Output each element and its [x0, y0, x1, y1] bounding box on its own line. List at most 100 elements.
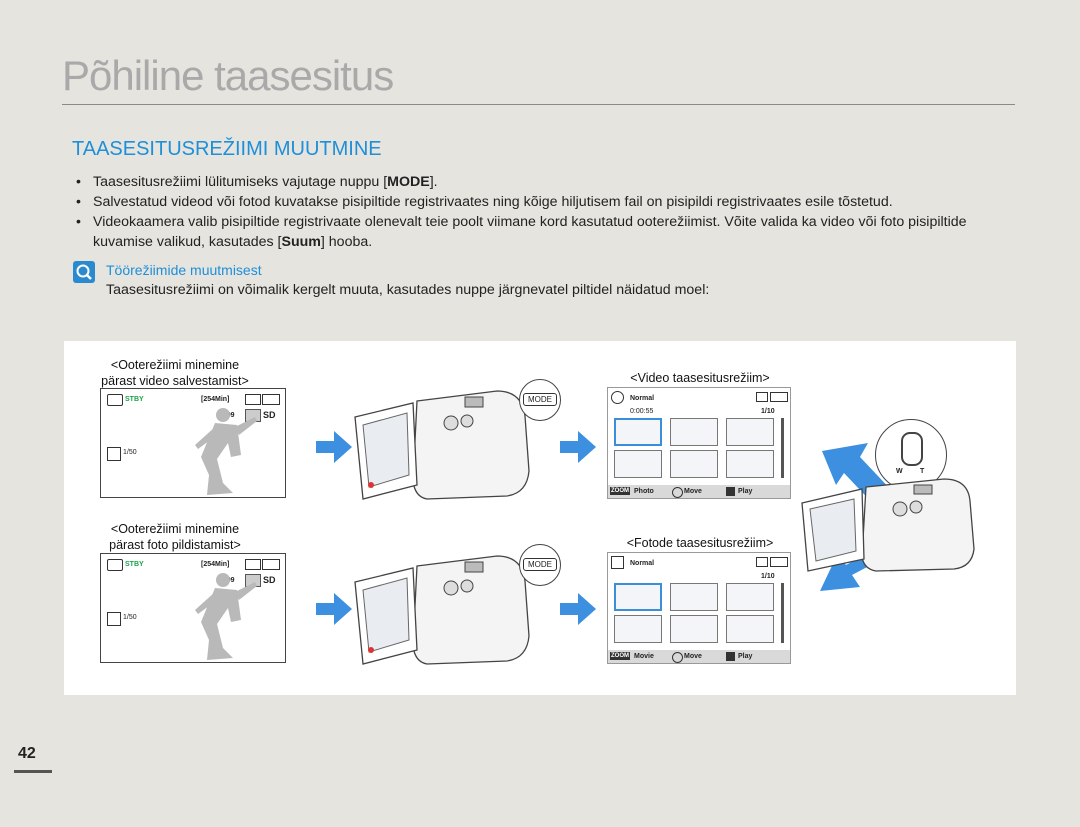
photo-mode-icon: [611, 556, 624, 569]
bullet-item: Salvestatud videod või fotod kuvatakse p…: [76, 192, 996, 212]
arrow-right-icon: [316, 431, 352, 463]
bullet-text-end: ] hooba.: [320, 234, 373, 250]
zoom-tag: ZOOM: [610, 487, 630, 495]
caption-line: pärast video salvestamist>: [101, 374, 249, 388]
video-standby-screen: STBY [254Min] 9999 SD 1/50: [100, 388, 286, 498]
thumbnail[interactable]: [726, 615, 774, 643]
bullet-text: Videokaamera valib pisipiltide registriv…: [93, 214, 967, 250]
storage-card-icon: [756, 557, 768, 567]
stby-indicator: STBY: [125, 396, 144, 403]
instruction-list: Taasesitusrežiimi lülitumiseks vajutage …: [76, 172, 996, 252]
thumbnail[interactable]: [614, 450, 662, 478]
bullet-text-end: ].: [429, 174, 438, 190]
remaining-time: [254Min]: [201, 396, 230, 403]
thumbnail[interactable]: [726, 450, 774, 478]
playback-icon: [107, 612, 121, 626]
title-divider: [62, 104, 1015, 105]
mode-button[interactable]: MODE: [523, 558, 557, 571]
bullet-item: Videokaamera valib pisipiltide registriv…: [76, 212, 996, 252]
bar-move-label: Move: [684, 488, 702, 495]
play-button-icon: [726, 652, 735, 661]
thumbnail-selected[interactable]: [614, 418, 662, 446]
thumbnail-index: 1/10: [761, 408, 775, 415]
quality-label: Normal: [630, 560, 655, 567]
thumbnail[interactable]: [670, 450, 718, 478]
thumbnail[interactable]: [614, 615, 662, 643]
video-mode-icon: [611, 391, 624, 404]
photo-playback-caption: <Fotode taasesitusrežiim>: [626, 536, 774, 550]
quality-label: Normal: [630, 395, 655, 402]
remaining-time: [254Min]: [201, 561, 230, 568]
video-thumbnail-screen: Normal 0:00:55 1/10 ZOOM Photo Move Play: [607, 387, 791, 499]
storage-label: SD: [263, 410, 276, 420]
thumbnail[interactable]: [670, 418, 718, 446]
video-standby-caption: <Ooterežiimi minemine pärast video salve…: [100, 357, 250, 389]
battery-icon: [770, 557, 788, 567]
arrow-right-icon: [560, 431, 596, 463]
playback-icon: [107, 447, 121, 461]
mode-button[interactable]: MODE: [523, 393, 557, 406]
storage-card-icon: [245, 394, 261, 405]
scrollbar[interactable]: [781, 583, 784, 643]
battery-icon: [262, 559, 280, 570]
battery-icon: [770, 392, 788, 402]
photo-thumbnail-screen: Normal 1/10 ZOOM Movie Move Play: [607, 552, 791, 664]
bullet-key: MODE: [387, 174, 430, 190]
camcorder-illustration: [354, 555, 530, 665]
bullet-item: Taasesitusrežiimi lülitumiseks vajutage …: [76, 172, 996, 192]
bullet-key: Suum: [281, 234, 321, 250]
storage-label: SD: [263, 575, 276, 585]
bar-mode-label: Movie: [634, 653, 654, 660]
move-dial-icon: [672, 487, 683, 498]
thumbnail-index: 1/10: [761, 573, 775, 580]
control-bar: ZOOM Movie Move Play: [608, 650, 790, 663]
thumbnail[interactable]: [726, 583, 774, 611]
zoom-wide-label: W: [896, 468, 903, 475]
page-number-rule: [14, 770, 52, 773]
camera-mode-icon: [107, 394, 123, 406]
bullet-text: Taasesitusrežiimi lülitumiseks vajutage …: [93, 174, 388, 190]
thumbnail[interactable]: [726, 418, 774, 446]
page-number: 42: [18, 745, 36, 762]
storage-card-icon: [245, 559, 261, 570]
camcorder-illustration: [801, 478, 975, 572]
mode-button-callout: MODE: [519, 379, 561, 421]
zoom-lever-icon[interactable]: [901, 432, 923, 466]
mode-button-callout: MODE: [519, 544, 561, 586]
control-bar: ZOOM Photo Move Play: [608, 485, 790, 498]
move-dial-icon: [672, 652, 683, 663]
caption-line: <Ooterežiimi minemine: [110, 358, 240, 372]
camera-mode-icon: [107, 559, 123, 571]
scrollbar[interactable]: [781, 418, 784, 478]
photo-standby-caption: <Ooterežiimi minemine pärast foto pildis…: [100, 521, 250, 553]
arrow-right-icon: [316, 593, 352, 625]
caption-line: pärast foto pildistamist>: [109, 538, 241, 552]
stby-indicator: STBY: [125, 561, 144, 568]
bar-move-label: Move: [684, 653, 702, 660]
dancer-silhouette: [195, 408, 257, 495]
dancer-silhouette: [195, 573, 257, 660]
play-button-icon: [726, 487, 735, 496]
thumbnail-selected[interactable]: [614, 583, 662, 611]
bar-play-label: Play: [738, 488, 753, 495]
camcorder-illustration: [354, 390, 530, 500]
thumbnail[interactable]: [670, 615, 718, 643]
file-counter: 1/50: [123, 449, 137, 456]
photo-standby-screen: STBY [254Min] 9999 SD 1/50: [100, 553, 286, 663]
thumbnail[interactable]: [670, 583, 718, 611]
arrow-right-icon: [560, 593, 596, 625]
note-text: Taasesitusrežiimi on võimalik kergelt mu…: [106, 282, 710, 298]
bar-mode-label: Photo: [634, 488, 654, 495]
battery-icon: [262, 394, 280, 405]
bar-play-label: Play: [738, 653, 753, 660]
mode-diagram-panel: <Ooterežiimi minemine pärast video salve…: [64, 341, 1016, 695]
storage-card-icon: [756, 392, 768, 402]
magnifier-note-icon: [73, 261, 95, 283]
section-title: TAASESITUSREŽIIMI MUUTMINE: [72, 138, 382, 160]
note-heading: Töörežiimide muutmisest: [106, 262, 262, 278]
timecode: 0:00:55: [630, 408, 654, 415]
video-playback-caption: <Video taasesitusrežiim>: [630, 371, 770, 385]
page-title: Põhiline taasesitus: [62, 52, 394, 99]
bullet-text: Salvestatud videod või fotod kuvatakse p…: [93, 194, 893, 210]
zoom-tag: ZOOM: [610, 652, 630, 660]
